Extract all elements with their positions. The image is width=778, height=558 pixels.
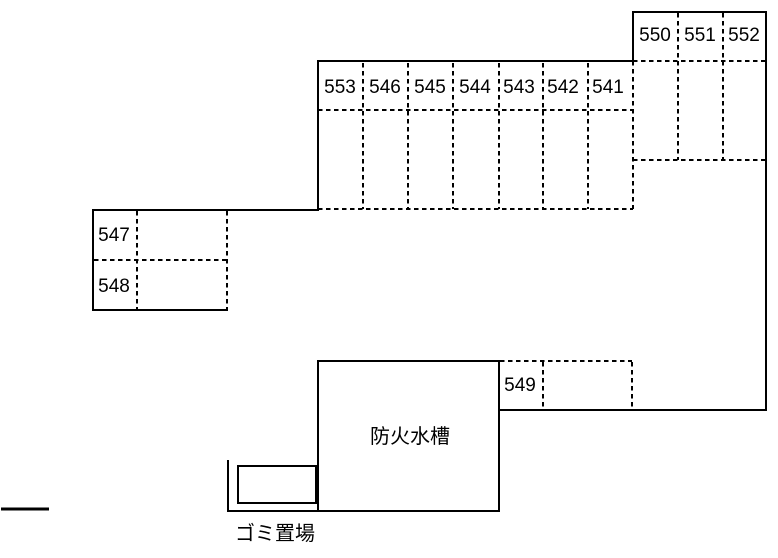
space-label-544: 544 — [459, 77, 491, 98]
space-label-543: 543 — [503, 77, 535, 98]
space-label-551: 551 — [684, 25, 716, 46]
space-label-542: 542 — [547, 77, 579, 98]
space-label-546: 546 — [369, 77, 401, 98]
space-label-547: 547 — [98, 225, 130, 246]
garbage-area-label: ゴミ置場 — [235, 522, 315, 545]
space-label-549: 549 — [504, 375, 536, 396]
stall-number-labels: 550 551 552 553 546 545 544 543 542 541 … — [98, 25, 760, 396]
space-label-541: 541 — [592, 77, 624, 98]
space-label-553: 553 — [324, 77, 356, 98]
area-labels: 防火水槽 ゴミ置場 — [235, 425, 450, 545]
boundary-lines — [1, 11, 767, 512]
space-label-550: 550 — [639, 25, 671, 46]
stall-divider-lines — [94, 13, 766, 409]
space-label-548: 548 — [98, 276, 130, 297]
fire-water-tank-label: 防火水槽 — [370, 425, 450, 448]
space-label-545: 545 — [414, 77, 446, 98]
space-label-552: 552 — [728, 25, 760, 46]
garbage-bin-rect — [237, 465, 317, 504]
